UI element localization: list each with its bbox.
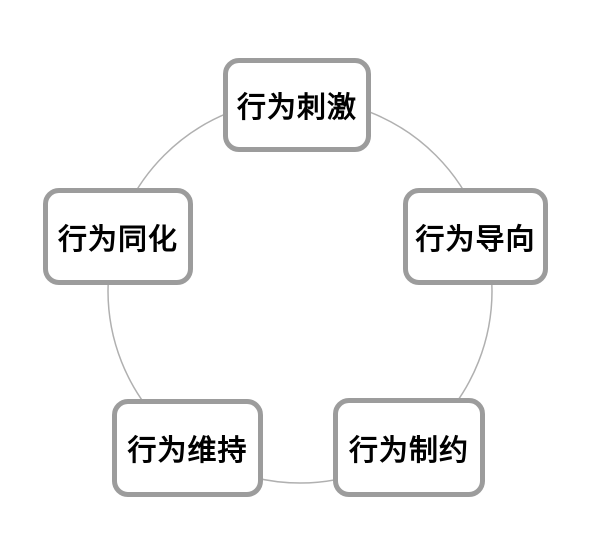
node-behavior-assimilation-label: 行为同化 xyxy=(57,221,178,256)
node-behavior-maintenance: 行为维持 xyxy=(112,399,263,497)
node-behavior-orientation: 行为导向 xyxy=(403,188,548,285)
node-behavior-stimulus: 行为刺激 xyxy=(223,58,371,152)
node-behavior-maintenance-label: 行为维持 xyxy=(127,433,248,467)
node-behavior-assimilation: 行为同化 xyxy=(43,188,193,285)
node-behavior-stimulus-label: 行为刺激 xyxy=(236,90,357,124)
node-behavior-constraint: 行为制约 xyxy=(333,398,485,497)
node-behavior-constraint-label: 行为制约 xyxy=(348,432,469,467)
node-behavior-orientation-label: 行为导向 xyxy=(415,221,536,256)
